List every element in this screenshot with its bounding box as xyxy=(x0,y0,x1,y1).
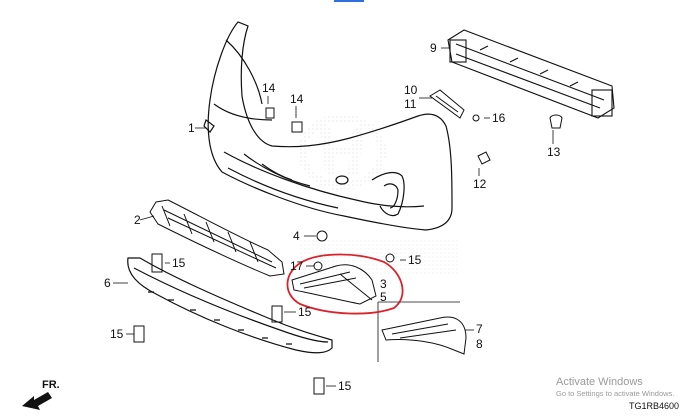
callout-7: 7 xyxy=(476,322,483,336)
callout-6: 6 xyxy=(104,276,111,290)
callout-14a: 14 xyxy=(262,81,276,95)
fasteners xyxy=(133,107,563,395)
lower-spoiler xyxy=(127,257,333,354)
bumper-beam xyxy=(447,29,615,119)
front-arrow: FR. xyxy=(22,379,60,410)
callout-9: 9 xyxy=(430,41,437,55)
top-tab-indicator xyxy=(334,0,364,2)
brand-watermark-graphic xyxy=(298,114,458,274)
callout-8: 8 xyxy=(476,337,483,351)
callout-13: 13 xyxy=(547,145,561,159)
callout-15d: 15 xyxy=(338,379,352,393)
front-arrow-label: FR. xyxy=(42,379,60,391)
lower-grille xyxy=(149,199,285,277)
activate-windows-subtitle: Go to Settings to activate Windows. xyxy=(556,389,675,398)
callout-15e: 15 xyxy=(408,253,422,267)
callout-16: 16 xyxy=(492,111,506,125)
callout-14b: 14 xyxy=(290,92,304,106)
callout-10: 10 xyxy=(404,83,418,97)
callout-5: 5 xyxy=(380,290,387,304)
front-arrow-icon xyxy=(22,392,52,410)
callout-15c: 15 xyxy=(110,327,124,341)
front-bumper-face xyxy=(203,21,453,231)
activate-windows-title: Activate Windows xyxy=(556,376,643,388)
callout-1: 1 xyxy=(188,121,195,135)
side-bracket xyxy=(429,89,465,119)
callout-15b: 15 xyxy=(298,305,312,319)
callout-12: 12 xyxy=(473,177,487,191)
callout-17: 17 xyxy=(290,259,304,273)
callout-3: 3 xyxy=(380,277,387,291)
callout-2: 2 xyxy=(134,213,141,227)
callout-4: 4 xyxy=(293,229,300,243)
callout-15a: 15 xyxy=(172,256,186,270)
highlight-ellipse xyxy=(286,253,404,315)
callout-11: 11 xyxy=(404,97,417,111)
diagram-code: TG1RB4600 xyxy=(629,401,680,411)
fog-light-garnish xyxy=(291,264,377,305)
side-garnish xyxy=(381,316,467,355)
